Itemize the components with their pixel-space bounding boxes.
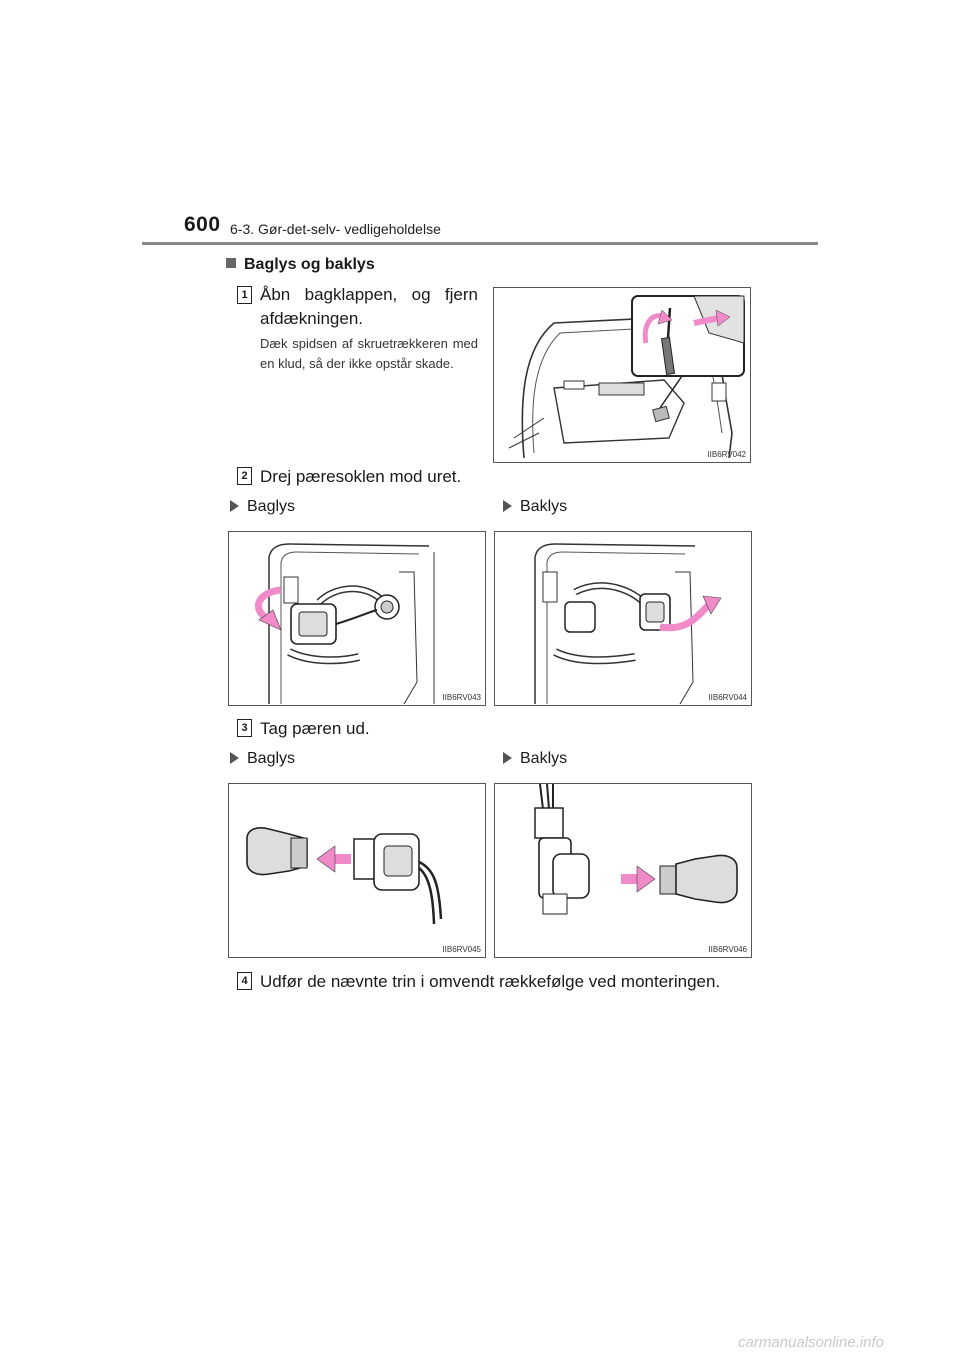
figure-code: IIB6RV046 xyxy=(708,945,747,954)
footer-watermark[interactable]: carmanualsonline.info xyxy=(738,1334,884,1351)
step-4-text: Udfør de nævnte trin i omvendt rækkefølg… xyxy=(260,972,721,991)
label-baglys-1: Baglys xyxy=(230,498,295,516)
section-heading: Baglys og baklys xyxy=(226,256,375,274)
figure-baklys-socket: IIB6RV044 xyxy=(494,531,752,706)
step-number-3: 3 xyxy=(237,719,252,737)
step-number-2: 2 xyxy=(237,467,252,485)
figure-tailgate: IIB6RV042 xyxy=(493,287,751,463)
figure-code: IIB6RV043 xyxy=(442,693,481,702)
figure-baklys-bulb: IIB6RV046 xyxy=(494,783,752,958)
step-number-4: 4 xyxy=(237,972,252,990)
figure-code: IIB6RV044 xyxy=(708,693,747,702)
figure-baglys-bulb: IIB6RV045 xyxy=(228,783,486,958)
triangle-bullet-icon xyxy=(503,500,512,512)
step-1-text: Åbn bagklappen, og fjern afdækningen. xyxy=(260,285,478,328)
label-baglys-2: Baglys xyxy=(230,750,295,768)
label-baklys-2: Baklys xyxy=(503,750,567,768)
step-2-text: Drej pæresoklen mod uret. xyxy=(260,467,462,486)
page-number: 600 xyxy=(184,213,221,236)
figure-baglys-socket: IIB6RV043 xyxy=(228,531,486,706)
section-title: 6-3. Gør-det-selv- vedligeholdelse xyxy=(230,221,441,237)
figure-code: IIB6RV042 xyxy=(707,450,746,459)
header-rule xyxy=(142,242,818,245)
step-1-note: Dæk spidsen af skruetrækkeren med en klu… xyxy=(260,336,478,371)
heading-text: Baglys og baklys xyxy=(244,256,375,273)
step-3-text: Tag pæren ud. xyxy=(260,719,370,738)
triangle-bullet-icon xyxy=(230,752,239,764)
triangle-bullet-icon xyxy=(503,752,512,764)
triangle-bullet-icon xyxy=(230,500,239,512)
step-number-1: 1 xyxy=(237,286,252,304)
figure-code: IIB6RV045 xyxy=(442,945,481,954)
square-bullet-icon xyxy=(226,258,236,268)
label-baklys-1: Baklys xyxy=(503,498,567,516)
